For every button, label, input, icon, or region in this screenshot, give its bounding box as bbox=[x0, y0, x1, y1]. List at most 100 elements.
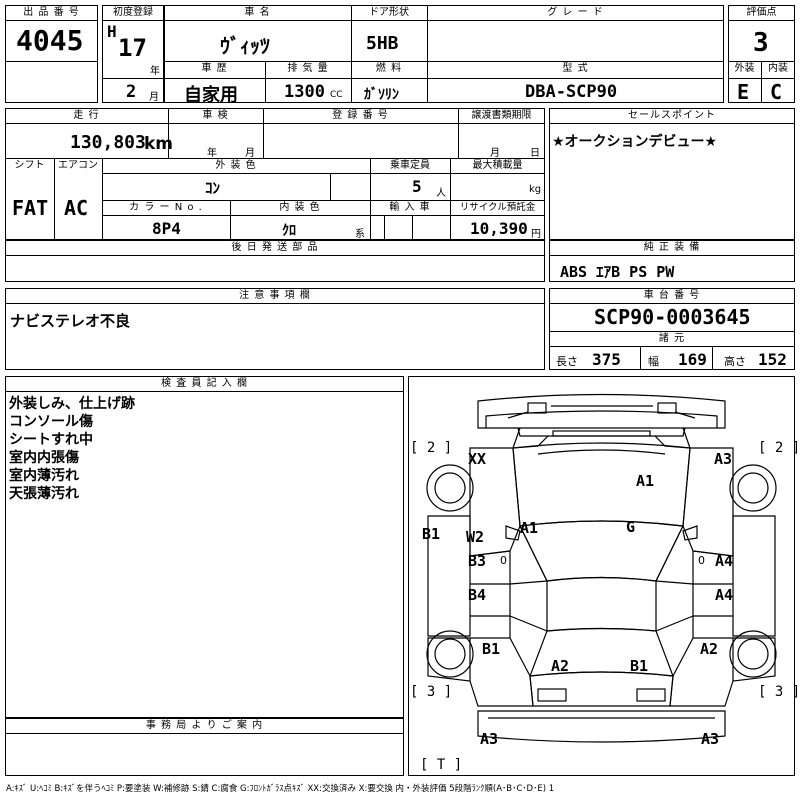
mark-windshield-left: A1 bbox=[520, 519, 539, 537]
list-item: シートすれ中 bbox=[9, 432, 93, 448]
mileage-label: 走 行 bbox=[73, 110, 100, 121]
recycle-fee-label: リサイクル預託金 bbox=[459, 202, 536, 213]
km-unit: km bbox=[144, 134, 174, 154]
mark-right-rear-fender: A2 bbox=[700, 640, 719, 658]
yen-unit: 円 bbox=[531, 229, 541, 240]
mark-right-rear-door: A4 bbox=[715, 586, 734, 604]
shift-label: シフト bbox=[14, 160, 45, 171]
mark-rear-bumper-left: A3 bbox=[480, 730, 499, 748]
transfer-day-unit: 日 bbox=[530, 148, 540, 159]
year-unit: 年 bbox=[150, 66, 160, 77]
tire-rear-left: [ 3 ] bbox=[410, 684, 453, 700]
aircon-label: エアコン bbox=[58, 160, 98, 171]
mark-left-front-door-b: B3 bbox=[468, 552, 487, 570]
sales-point-label: セールスポイント bbox=[628, 110, 716, 121]
mark-rear-bumper-right: A3 bbox=[701, 730, 720, 748]
score-label: 評価点 bbox=[746, 7, 777, 18]
fuel-label: 燃 料 bbox=[375, 63, 403, 74]
front-bumper-outline bbox=[477, 393, 726, 429]
roof-outline bbox=[546, 576, 657, 632]
mark-windshield: G bbox=[626, 518, 636, 536]
fuel: ｶﾞｿﾘﾝ bbox=[364, 87, 399, 103]
inspection-year-unit: 年 bbox=[207, 148, 217, 159]
capacity: 5 bbox=[412, 177, 422, 196]
interior-color-label: 内 装 色 bbox=[279, 202, 321, 213]
height-unit: 高さ bbox=[724, 355, 746, 368]
kg-unit: kg bbox=[529, 184, 542, 195]
genuine-equipment-label: 純 正 装 備 bbox=[643, 242, 701, 253]
transfer-deadline-label: 譲渡書類期限 bbox=[471, 110, 532, 121]
mark-left-small: 0 bbox=[500, 554, 507, 567]
recycle-fee: 10,390 bbox=[470, 219, 528, 238]
car-name-label: 車 名 bbox=[244, 7, 271, 18]
tire-front-right: [ 2 ] bbox=[758, 440, 800, 456]
inspection-label: 車 検 bbox=[202, 110, 229, 121]
door-type-label: ドア形状 bbox=[369, 7, 409, 18]
detail-box bbox=[5, 108, 545, 240]
notes-box bbox=[5, 288, 545, 370]
legend: A:ｷｽﾞ U:ﾍｺﾐ B:ｷｽﾞを伴うﾍｺﾐ P:要塗装 W:補修跡 S:錆 … bbox=[6, 784, 555, 794]
mark-left-front-door-a: W2 bbox=[466, 528, 485, 546]
mileage: 130,803 bbox=[70, 132, 146, 153]
main-info-box bbox=[164, 5, 724, 103]
interior-label: 内装 bbox=[768, 63, 788, 74]
persons-unit: 人 bbox=[436, 188, 446, 199]
length-unit: 長さ bbox=[556, 355, 578, 368]
mark-right-front-door: A4 bbox=[715, 552, 734, 570]
list-item: 天張薄汚れ bbox=[9, 486, 79, 502]
displacement-label: 排 気 量 bbox=[287, 63, 329, 74]
car-diagram bbox=[426, 393, 777, 743]
later-parts-box bbox=[5, 240, 545, 282]
score: 3 bbox=[753, 28, 769, 58]
inspector-notes-list: 外装しみ、仕上げ跡 コンソール傷 シートすれ中 室内内張傷 室内薄汚れ 天張薄汚… bbox=[9, 395, 135, 503]
mark-left-rear-fender: B1 bbox=[482, 640, 501, 658]
grade-label: グ レ ー ド bbox=[547, 7, 604, 18]
list-item: コンソール傷 bbox=[9, 414, 93, 430]
inspection-month-unit: 月 bbox=[245, 148, 255, 159]
exterior-grade: E bbox=[737, 80, 750, 104]
mark-rear-gate-left: A2 bbox=[551, 657, 570, 675]
exterior-color: ｺﾝ bbox=[205, 179, 221, 197]
tire-rear-right: [ 3 ] bbox=[758, 684, 800, 700]
mark-left-rear-door: B4 bbox=[468, 586, 487, 604]
import-label: 輸 入 車 bbox=[389, 202, 431, 213]
chassis-box bbox=[549, 288, 795, 370]
usage-label: 車 歴 bbox=[201, 63, 228, 74]
capacity-label: 乗車定員 bbox=[390, 160, 430, 171]
wheel-rear-left bbox=[426, 630, 474, 678]
inspector-notes-label: 検 査 員 記 入 欄 bbox=[161, 378, 248, 389]
chassis-number: SCP90-0003645 bbox=[594, 305, 751, 329]
office-info-label: 事 務 局 よ り ご 案 内 bbox=[145, 720, 264, 731]
month-unit: 月 bbox=[149, 92, 159, 103]
width-unit: 幅 bbox=[648, 355, 659, 368]
shift: FAT bbox=[12, 196, 49, 220]
length: 375 bbox=[592, 350, 621, 369]
color-no: 8P4 bbox=[152, 219, 181, 238]
notes-label: 注 意 事 項 欄 bbox=[239, 290, 311, 301]
sales-point-box bbox=[549, 108, 795, 240]
color-no-label: カ ラ ー N o . bbox=[129, 202, 203, 213]
lot-number-label: 出 品 番 号 bbox=[23, 7, 80, 18]
first-registration-label: 初度登録 bbox=[113, 7, 153, 18]
registration-number-label: 登 録 番 号 bbox=[332, 110, 389, 121]
grille bbox=[517, 427, 686, 437]
height: 152 bbox=[758, 350, 787, 369]
mark-front-left-corner: XX bbox=[468, 450, 487, 468]
exterior-label: 外装 bbox=[734, 63, 755, 74]
spare-tire: [ T ] bbox=[420, 757, 463, 773]
reg-year: 17 bbox=[118, 34, 147, 62]
door-type: 5HB bbox=[366, 33, 399, 54]
dimensions-label: 諸 元 bbox=[658, 333, 686, 344]
car-name: ｳﾞｨｯﾂ bbox=[220, 34, 270, 58]
office-info-box bbox=[5, 718, 404, 776]
wheel-rear-right bbox=[729, 630, 777, 678]
system-unit: 系 bbox=[355, 229, 365, 240]
lot-number-box bbox=[5, 5, 98, 103]
model-code: DBA-SCP90 bbox=[525, 82, 618, 102]
interior-grade: C bbox=[770, 80, 783, 104]
model-code-label: 型 式 bbox=[562, 63, 589, 74]
list-item: 室内薄汚れ bbox=[9, 468, 79, 484]
exterior-color-label: 外 装 色 bbox=[215, 160, 257, 171]
era: H bbox=[107, 22, 117, 41]
rear-bumper-outline bbox=[477, 710, 726, 743]
